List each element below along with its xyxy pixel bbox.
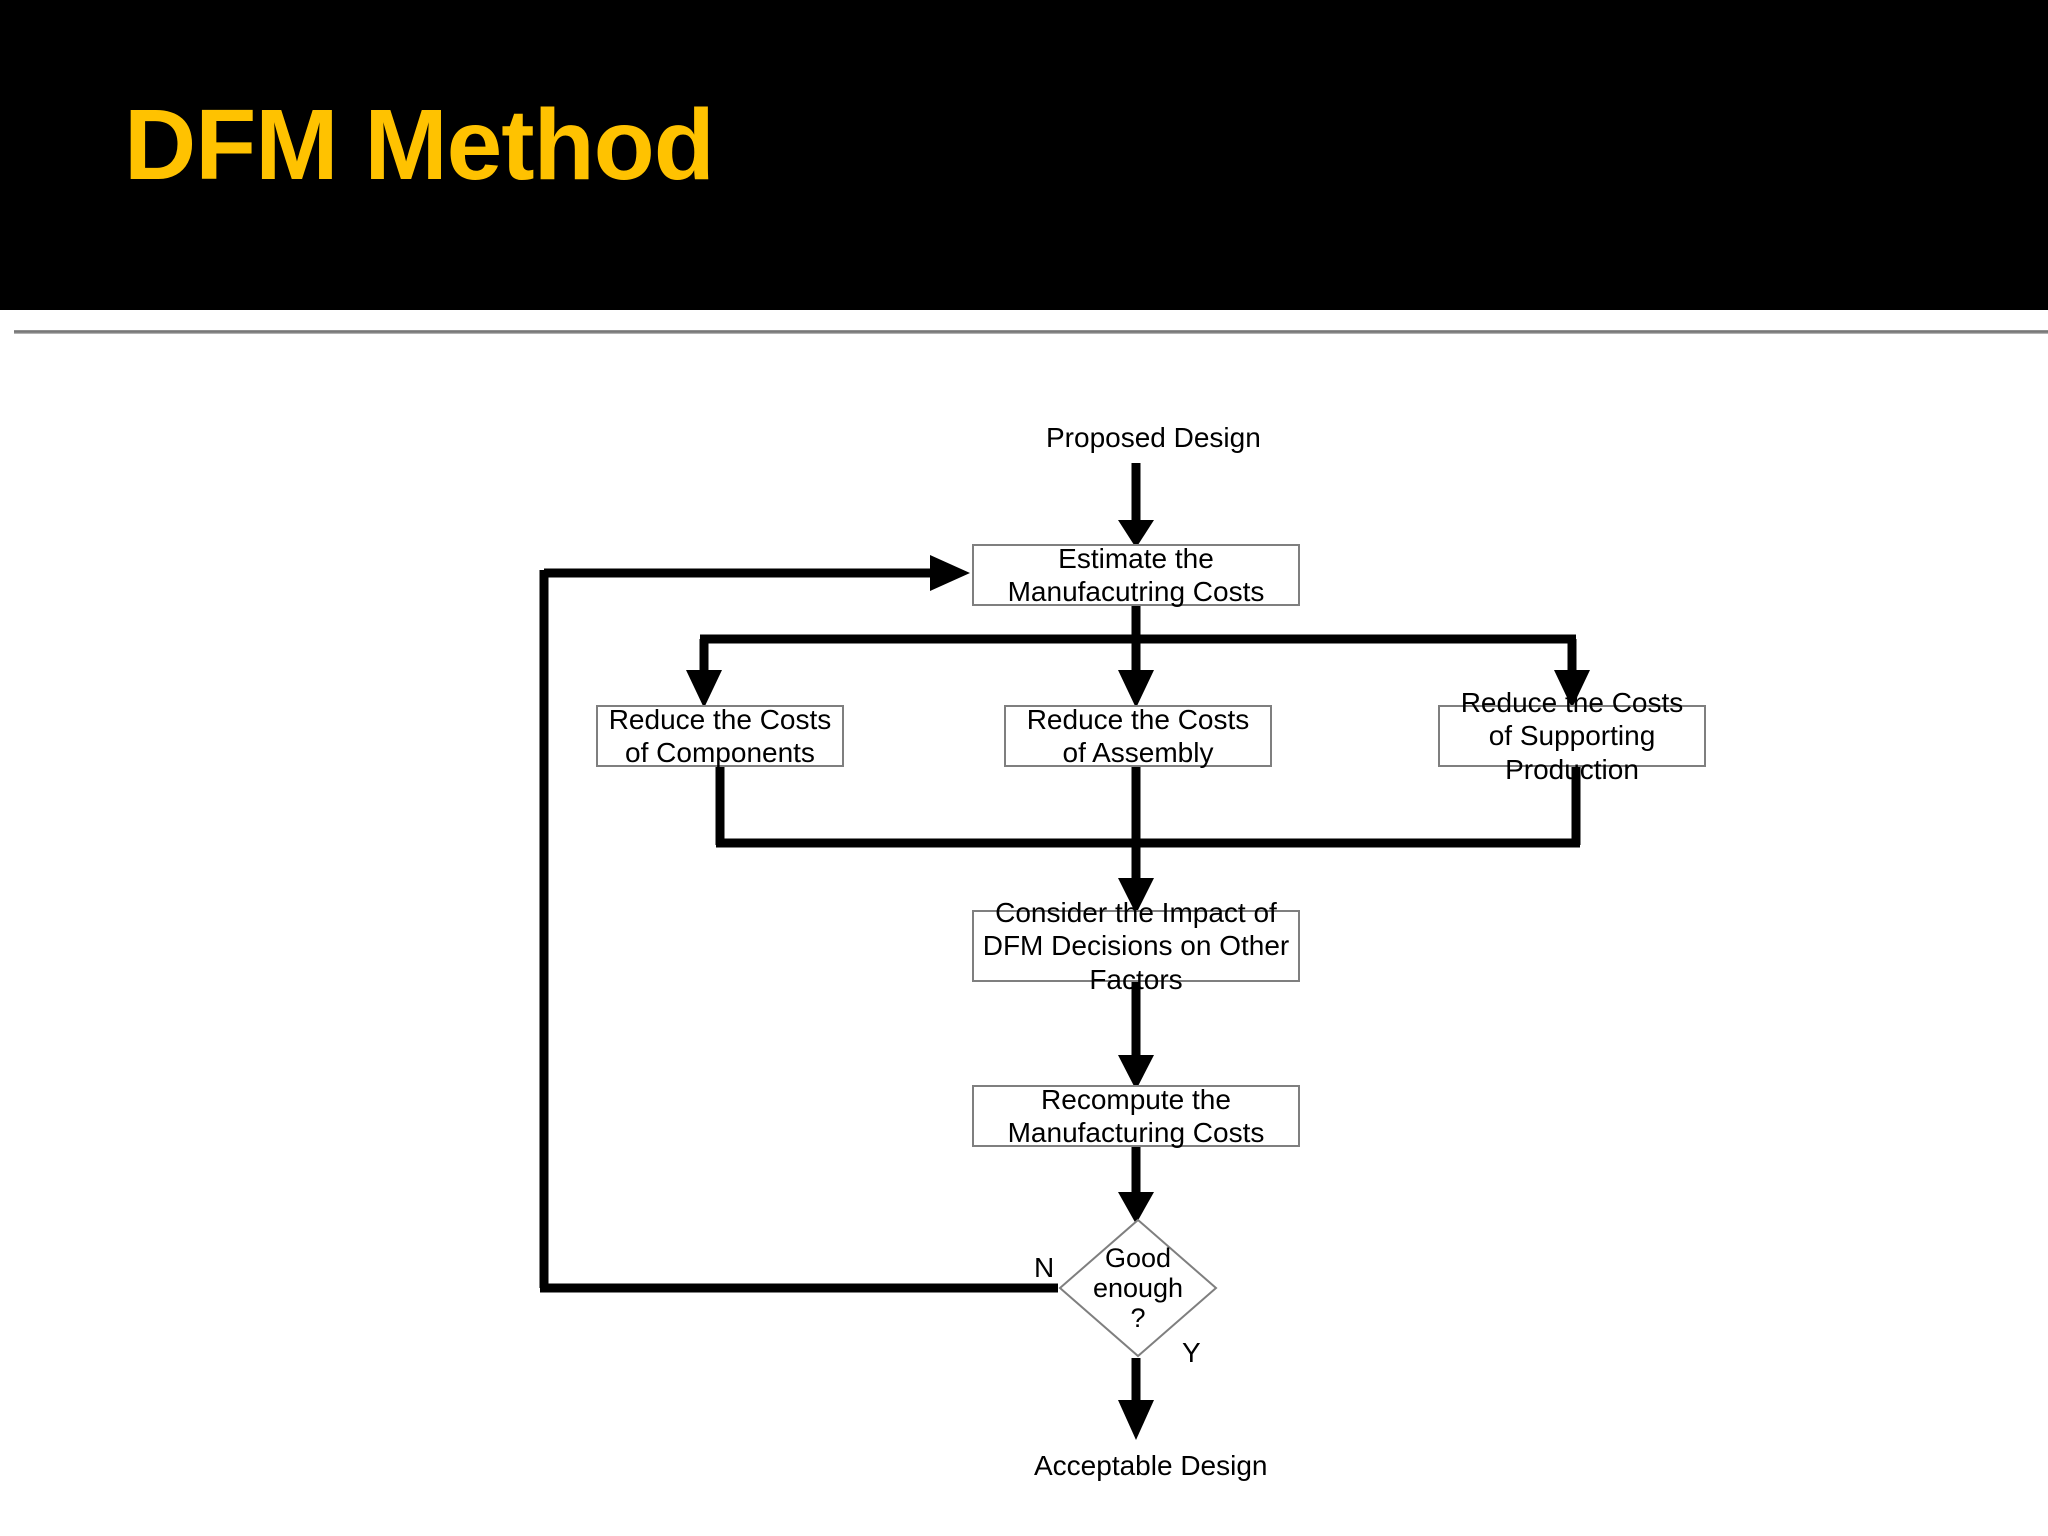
decision-line-1: Good [1104,1242,1172,1273]
node-reduce-costs-supporting-production[interactable]: Reduce the Costs of Supporting Productio… [1438,687,1706,785]
edge-estimate-to-branch-bar [686,606,1590,708]
diamond-shape [1058,1218,1218,1358]
title-banner: DFM Method [0,0,2048,310]
page-title: DFM Method [124,89,715,201]
node-recompute-manufacturing-costs[interactable]: Recompute the Manufacturing Costs [972,1084,1300,1148]
flow-start-label: Proposed Design [1046,422,1261,453]
node-decision-good-enough[interactable]: Good enough ? [1058,1218,1218,1358]
decision-line-2: enough [1092,1272,1184,1303]
node-estimate-manufacturing-costs[interactable]: Estimate the Manufacutring Costs [972,543,1300,607]
decision-label: Good enough ? [1058,1218,1218,1358]
node-reduce-costs-components[interactable]: Reduce the Costs of Components [596,704,844,768]
edge-branches-to-consider [715,767,1581,914]
edge-decision-no-feedback [539,555,1058,1293]
title-divider [14,330,2048,334]
edge-consider-to-recompute [1118,982,1154,1090]
decision-line-3: ? [1130,1303,1146,1334]
node-reduce-costs-assembly[interactable]: Reduce the Costs of Assembly [1004,704,1272,768]
flow-end-label: Acceptable Design [1034,1450,1268,1481]
branch-label-no: N [1034,1252,1055,1283]
node-consider-impact-dfm[interactable]: Consider the Impact of DFM Decisions on … [972,897,1300,995]
edge-start-to-estimate [1118,463,1154,548]
edge-recompute-to-decision [1118,1147,1154,1224]
edge-decision-yes-to-end [1118,1358,1154,1440]
branch-label-yes: Y [1182,1337,1201,1368]
